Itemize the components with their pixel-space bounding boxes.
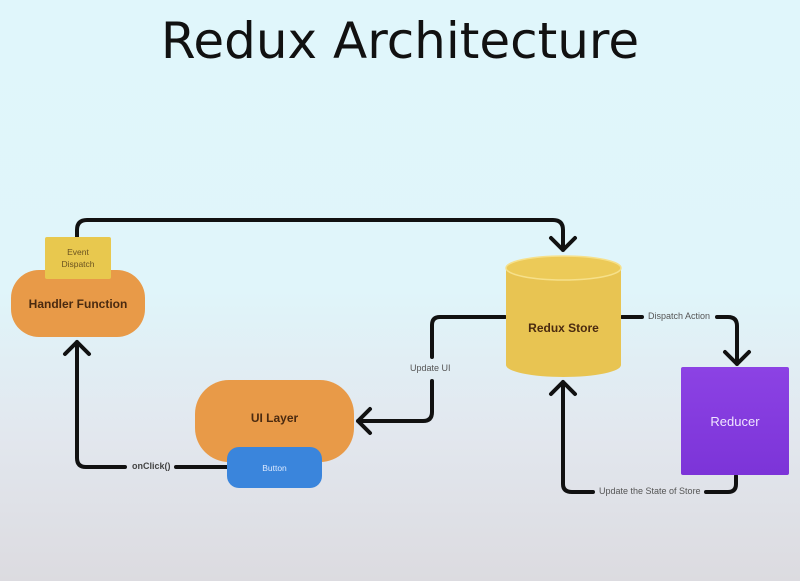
arrow-store-to-ui-a	[430, 315, 507, 359]
arrow-store-to-ui-b	[356, 379, 434, 435]
button-node[interactable]: Button	[227, 447, 322, 488]
reducer-label: Reducer	[710, 413, 760, 429]
redux-store-node: Redux Store	[506, 300, 621, 355]
onclick-label: onClick()	[132, 461, 171, 471]
dispatch-action-label: Dispatch Action	[648, 311, 711, 321]
arrow-button-to-handler-b	[63, 340, 127, 469]
reducer-node: Reducer	[681, 367, 789, 475]
arrow-event-to-store	[75, 218, 577, 252]
arrow-reducer-to-store-b	[549, 380, 595, 494]
arrow-reducer-to-store-a	[704, 474, 738, 494]
arrow-store-to-reducer-b	[715, 315, 751, 366]
event-dispatch-node: Event Dispatch	[45, 237, 111, 279]
redux-store-cylinder	[505, 255, 622, 377]
redux-store-label: Redux Store	[528, 320, 599, 335]
button-label: Button	[262, 462, 287, 473]
handler-function-label: Handler Function	[28, 296, 128, 311]
update-state-label: Update the State of Store	[599, 486, 701, 496]
ui-layer-label: UI Layer	[250, 411, 299, 425]
handler-function-node: Handler Function	[11, 270, 145, 337]
update-ui-label: Update UI	[410, 363, 451, 373]
event-dispatch-label: Event Dispatch	[61, 247, 95, 269]
page-title: Redux Architecture	[160, 12, 640, 70]
